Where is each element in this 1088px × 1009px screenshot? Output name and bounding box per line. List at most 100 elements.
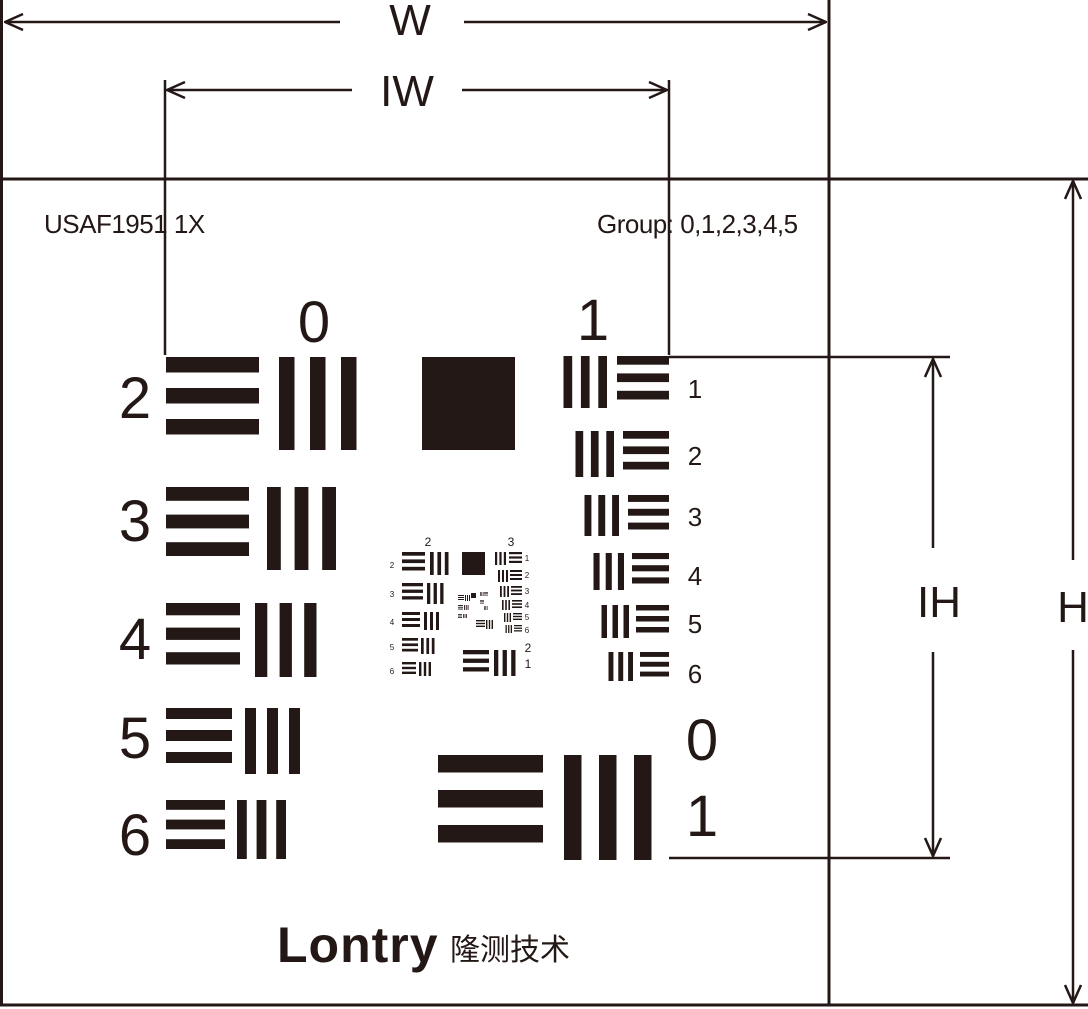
innermost-bottom-h-bar: [476, 622, 485, 625]
width-dimension: W: [5, 0, 826, 45]
inner-group3-element1-horizontal-bar: [509, 560, 522, 563]
inner-group3-element4-horizontal-bar: [512, 603, 522, 605]
inner-bottom-vertical-bar: [494, 650, 499, 676]
group1-element1-vertical-bar: [580, 356, 590, 408]
group1-element2-vertical-bar: [606, 431, 614, 477]
group1-element1-vertical-bar: [563, 356, 573, 408]
inner-group3-element4-horizontal-bar: [512, 606, 522, 608]
group0-element5-vertical-bar: [245, 708, 256, 774]
group1-element1-horizontal-bar: [617, 373, 669, 383]
inner-group2-element2-vertical-bar: [437, 552, 442, 575]
group1-element3-vertical-bar: [612, 495, 619, 536]
innermost-right-h-bar: [484, 593, 488, 595]
group0-element4-vertical-bar: [255, 603, 268, 677]
inner-group3-element1-horizontal-bar: [509, 556, 522, 559]
inner-group3-element4-vertical-bar: [508, 600, 510, 610]
group-label-1: 1: [577, 288, 609, 353]
group0-element5-horizontal-bar: [166, 708, 232, 719]
element-label-5: 5: [119, 706, 151, 771]
inner-group2-element4-horizontal-bar: [402, 624, 420, 627]
inner-group2-element6-horizontal-bar: [402, 666, 416, 670]
inner-group2-element3-vertical-bar: [433, 583, 437, 604]
group1-element1-vertical-bar: [598, 356, 607, 408]
innermost-bottom-v-bar: [486, 620, 488, 629]
inner-bottom-label-2: 2: [525, 641, 532, 655]
group1-element2-horizontal-bar: [623, 431, 669, 439]
group1-element4-vertical-bar: [593, 553, 600, 590]
inner-bottom-vertical-bar: [502, 650, 507, 676]
group1-element2-horizontal-bar: [623, 461, 669, 470]
group0-element6-vertical-bar: [256, 800, 267, 859]
group0-element3-vertical-bar: [294, 487, 309, 570]
inner-right-label-6: 6: [525, 626, 530, 635]
group1-element5-horizontal-bar: [636, 605, 669, 611]
group1-element1-horizontal-bar: [617, 356, 669, 365]
group0-element4-horizontal-bar: [166, 652, 240, 665]
group1-element5-horizontal-bar: [636, 616, 669, 622]
innermost-bottom-h-bar: [476, 625, 485, 627]
group0-element2-vertical-bar: [341, 357, 357, 450]
inner-right-label-4: 4: [525, 601, 530, 610]
group1-element6-vertical-bar: [628, 652, 633, 681]
group0-element6-vertical-bar: [237, 800, 247, 859]
innermost-right-h-bar: [484, 592, 488, 593]
bottom-element1-horizontal-bar: [438, 825, 543, 843]
innermost-right-h-bar: [484, 594, 488, 596]
inner-group3-element3-horizontal-bar: [511, 589, 522, 592]
element-label-r1: 1: [688, 374, 702, 404]
brand-name: Lontry: [277, 917, 439, 973]
group1-element3-horizontal-bar: [628, 522, 669, 530]
group0-element6-vertical-bar: [276, 800, 286, 859]
group0-element5-vertical-bar: [267, 708, 278, 774]
innermost-left2-h-bar: [458, 606, 463, 608]
inner-left-label-3: 3: [390, 590, 395, 599]
inner-group3-element4-vertical-bar: [505, 600, 507, 610]
inner-right-label-1: 1: [525, 554, 530, 563]
group1-element2-vertical-bar: [575, 431, 584, 477]
innermost-left2-v-bar: [464, 605, 465, 610]
innermost-left2-v-bar: [465, 605, 467, 610]
inner-group3-element2-vertical-bar: [506, 570, 508, 582]
innermost-bottom-h-bar: [476, 620, 485, 622]
group1-element6-vertical-bar: [608, 652, 614, 681]
inner-group3-element5-vertical-bar: [506, 613, 509, 622]
inner-group2-element6-horizontal-bar: [402, 671, 416, 674]
inner-group2-element4-vertical-bar: [430, 612, 433, 630]
inner-group3-element5-vertical-bar: [504, 613, 506, 622]
innermost-right3-v-bar: [485, 606, 487, 610]
group1-element4-vertical-bar: [605, 553, 612, 590]
group1-element6-vertical-bar: [618, 652, 624, 681]
inner-right-label-3: 3: [525, 587, 530, 596]
inner-group3-element6-horizontal-bar: [514, 627, 522, 629]
target-name: USAF1951 1X: [44, 209, 205, 239]
group1-element5-vertical-bar: [623, 605, 629, 638]
group-list: Group: 0,1,2,3,4,5: [597, 209, 798, 239]
innermost-right3-v-bar: [486, 606, 488, 610]
resolution-bars: [166, 356, 669, 860]
inner-group2-element2-horizontal-bar: [402, 559, 425, 564]
innermost-left-v-bar: [465, 595, 466, 601]
brand-chinese-name: 隆测技术: [450, 933, 570, 968]
innermost-left2-v-bar: [467, 605, 469, 610]
group1-element3-horizontal-bar: [628, 508, 669, 516]
innermost-right-v-bar: [481, 592, 483, 596]
group0-element4-horizontal-bar: [166, 603, 240, 616]
innermost-right2-h-bar: [480, 600, 484, 601]
inner-group2-element5-vertical-bar: [426, 638, 430, 654]
inner-left-label-2: 2: [390, 561, 395, 570]
inner-group3-element5-horizontal-bar: [513, 618, 522, 620]
innermost-left2-h-bar: [458, 605, 463, 606]
innermost-left3-h-bar: [458, 617, 462, 618]
inner-bottom-horizontal-bar: [463, 650, 489, 655]
inner-group2-element6-vertical-bar: [428, 662, 431, 676]
group1-element5-vertical-bar: [612, 605, 618, 638]
group1-element2-vertical-bar: [590, 431, 599, 477]
bottom-element1-horizontal-bar: [438, 790, 543, 808]
group0-element2-horizontal-bar: [166, 419, 259, 435]
inner-group2-element5-horizontal-bar: [402, 648, 418, 652]
element-label-2: 2: [119, 366, 151, 431]
inner-group2-element2-horizontal-bar: [402, 566, 425, 571]
inner-group3-element1-vertical-bar: [499, 552, 502, 565]
